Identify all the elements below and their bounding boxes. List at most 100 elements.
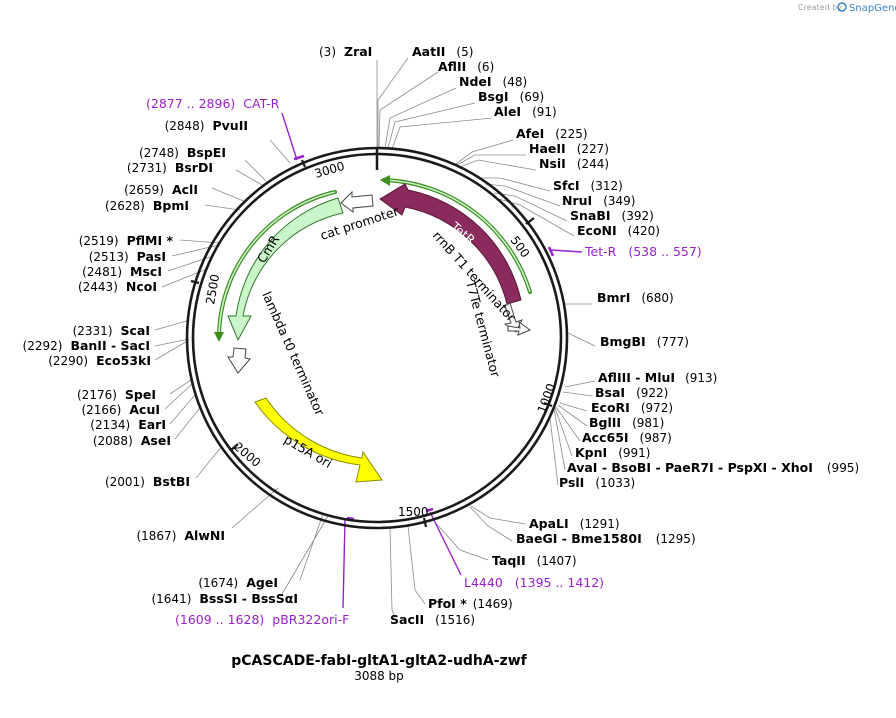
site-label[interactable]: BsaI(922) [595, 385, 668, 400]
site-label[interactable]: PfoI *(1469) [428, 596, 513, 611]
site-label[interactable]: SfcI(312) [553, 178, 623, 193]
site-label[interactable]: (2748)BspEI [139, 145, 226, 160]
site-label[interactable]: NsiI(244) [539, 156, 609, 171]
site-label[interactable]: (2443)NcoI [78, 279, 157, 294]
tick-label-2500: 2500 [203, 273, 222, 306]
site-label[interactable]: (2628)BpmI [105, 198, 189, 213]
site-position: (2628) [105, 199, 145, 213]
primer-name: pBR322ori-F [272, 612, 349, 627]
site-label[interactable]: (2166)AcuI [81, 402, 160, 417]
site-label[interactable]: BsgI (69) [478, 89, 544, 104]
site-position: (420) [628, 224, 660, 238]
site-name: MscI [130, 264, 162, 279]
site-name: BaeGI - Bme1580I [516, 531, 642, 546]
site-position: (2331) [73, 324, 113, 338]
primer-position: (1609 .. 1628) [175, 612, 264, 627]
site-label[interactable]: (2331)ScaI [73, 323, 150, 338]
site-label[interactable]: ApaLI(1291) [529, 516, 620, 531]
primer-cat-r[interactable]: (2877 .. 2896)CAT-R [146, 96, 280, 111]
site-position: (1407) [537, 554, 577, 568]
site-label[interactable]: (2290) Eco53kI [48, 353, 151, 368]
site-label[interactable]: (2176)SpeI [77, 387, 156, 402]
site-label[interactable]: (1867)AlwNI [136, 528, 225, 543]
cat-promoter-arrow [340, 190, 374, 213]
site-label[interactable]: (2731)BsrDI [127, 160, 213, 175]
site-position: (2292) [23, 339, 63, 353]
site-label[interactable]: AflII(6) [438, 59, 494, 74]
site-position: (69) [520, 90, 545, 104]
primer-l4440[interactable]: L4440(1395 .. 1412) [464, 575, 604, 590]
site-position: (2166) [81, 403, 121, 417]
site-label[interactable]: (2088)AseI [93, 433, 171, 448]
site-label[interactable]: NruI(349) [562, 193, 635, 208]
site-name: Eco53kI [96, 353, 151, 368]
site-name: EcoRI [591, 400, 630, 415]
site-label[interactable]: BglII(981) [589, 415, 664, 430]
site-label[interactable]: Acc65I(987) [582, 430, 672, 445]
site-label[interactable]: (2001)BstBI [105, 474, 190, 489]
site-label[interactable]: (2481) MscI [82, 264, 162, 279]
site-label[interactable]: AleI(91) [494, 104, 557, 119]
site-label[interactable]: TaqII(1407) [492, 553, 577, 568]
site-label[interactable]: (2134)EarI [90, 417, 166, 432]
site-label[interactable]: AfeI(225) [516, 126, 588, 141]
site-label[interactable]: AvaI - BsoBI - PaeR7I - PspXI - XhoI(995… [567, 460, 859, 475]
site-name: EarI [138, 417, 166, 432]
site-label[interactable]: BmrI(680) [597, 290, 674, 305]
site-position: (972) [641, 401, 673, 415]
site-name: PfoI * [428, 596, 467, 611]
site-position: (48) [503, 75, 528, 89]
site-name: NcoI [126, 279, 157, 294]
tick-label-1500: 1500 [398, 505, 429, 519]
site-position: (1291) [580, 517, 620, 531]
site-name: HaeII [529, 141, 566, 156]
site-label[interactable]: (2659)AclI [124, 182, 198, 197]
features: TetR rrnB T1 terminator T7Te terminator … [214, 175, 532, 483]
lambda-t0-terminator-arrow [227, 347, 251, 374]
site-name: NruI [562, 193, 592, 208]
site-name: PvuII [212, 118, 248, 133]
site-label[interactable]: (1674)AgeI [198, 575, 278, 590]
site-label[interactable]: (3)ZraI [319, 44, 372, 59]
site-label[interactable]: EcoNI(420) [577, 223, 660, 238]
site-label[interactable]: NdeI(48) [459, 74, 527, 89]
site-name: AflII [438, 59, 466, 74]
site-label[interactable]: (2292)BanII - SacI [23, 338, 150, 353]
site-label[interactable]: AflIII - MluI(913) [598, 370, 717, 385]
site-label[interactable]: EcoRI (972) [591, 400, 673, 415]
site-position: (1867) [136, 529, 176, 543]
site-position: (244) [577, 157, 609, 171]
primer-pbr322ori-f[interactable]: (1609 .. 1628) pBR322ori-F [175, 612, 349, 627]
site-label[interactable]: KpnI(991) [575, 445, 650, 460]
site-position: (2176) [77, 388, 117, 402]
site-name: KpnI [575, 445, 607, 460]
site-label[interactable]: (2519)PflMI * [79, 233, 174, 248]
site-label[interactable]: BaeGI - Bme1580I(1295) [516, 531, 696, 546]
plasmid-name: pCASCADE-fabI-gltA1-gltA2-udhA-zwf [231, 653, 527, 669]
site-label[interactable]: HaeII(227) [529, 141, 609, 156]
site-position: (680) [641, 291, 673, 305]
site-label[interactable]: (2513)PasI [89, 249, 166, 264]
site-label[interactable]: (1641)BssSI - BssSαI [151, 591, 298, 606]
primer-position: (2877 .. 2896) [146, 96, 235, 111]
site-label[interactable]: SnaBI(392) [570, 208, 654, 223]
site-label[interactable]: (2848)PvuII [165, 118, 248, 133]
site-position: (2481) [82, 265, 122, 279]
site-position: (2290) [48, 354, 88, 368]
site-position: (1674) [198, 576, 238, 590]
site-position: (995) [827, 461, 859, 475]
site-label[interactable]: PslI(1033) [559, 475, 635, 490]
site-name: BstBI [153, 474, 190, 489]
snapgene-watermark[interactable]: Created by SnapGene [798, 2, 896, 14]
primer-tet-r[interactable]: Tet-R(538 .. 557) [584, 244, 702, 259]
site-name: SnaBI [570, 208, 611, 223]
site-name: BssSI - BssSαI [199, 591, 298, 606]
site-name: PasI [137, 249, 166, 264]
site-label[interactable]: BmgBI(777) [600, 334, 689, 349]
site-label[interactable]: AatII(5) [412, 44, 473, 59]
plasmid-size: 3088 bp [354, 669, 404, 683]
tick-label-500: 500 [508, 234, 533, 261]
site-label[interactable]: SacII(1516) [390, 612, 475, 627]
site-name: BsgI [478, 89, 509, 104]
